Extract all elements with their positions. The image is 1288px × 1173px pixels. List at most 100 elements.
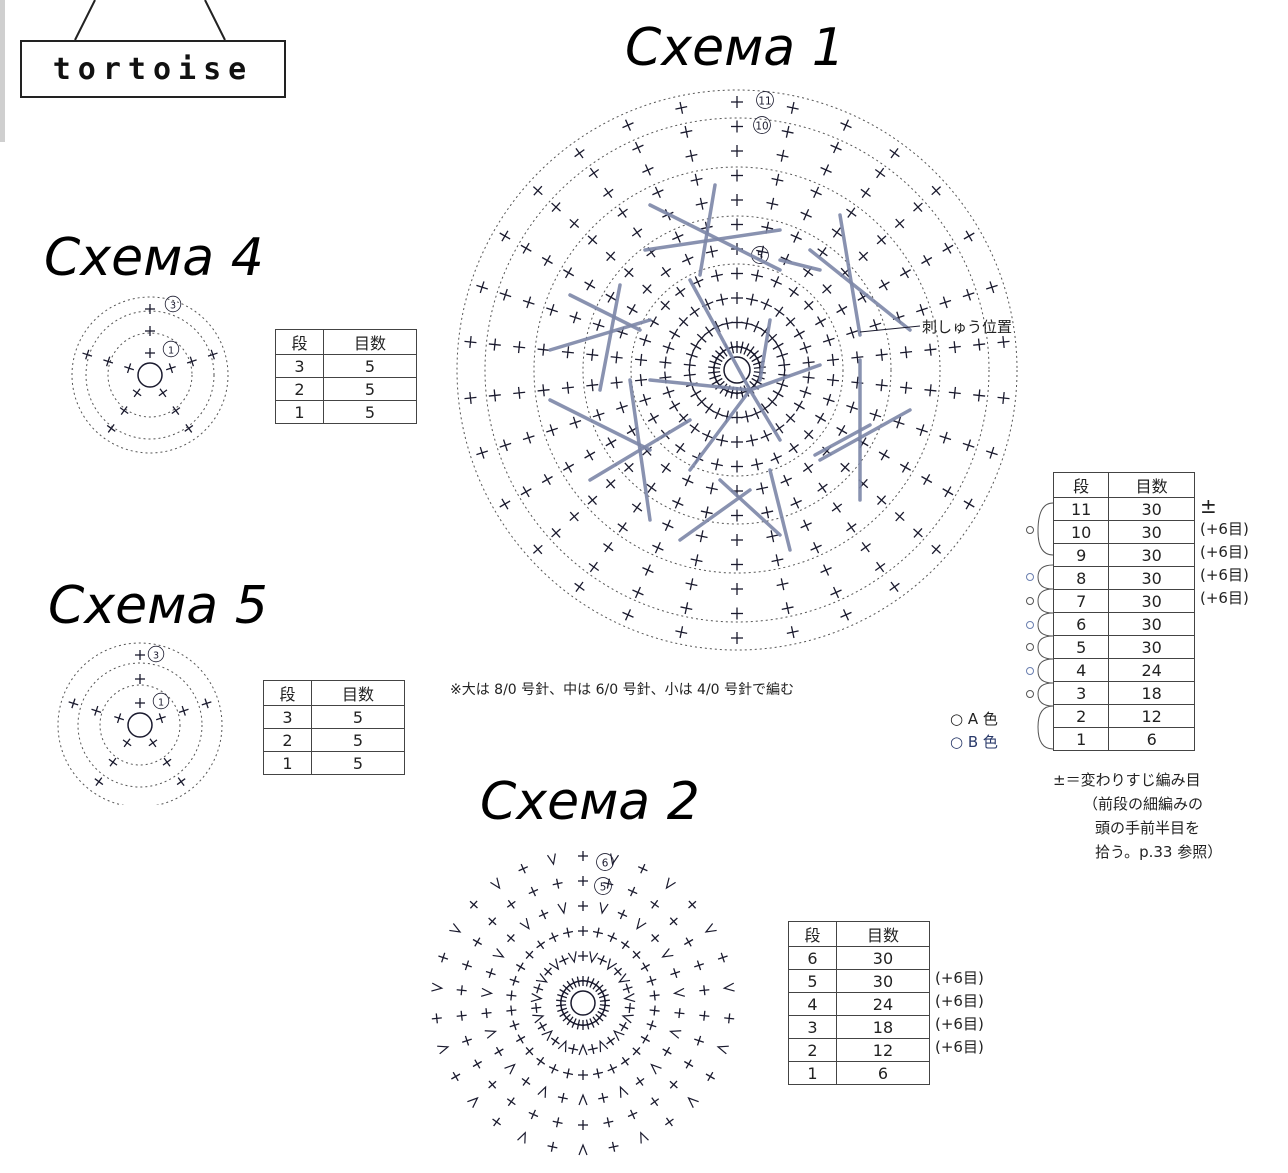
single-crochet-stitch bbox=[544, 967, 552, 976]
single-crochet-stitch bbox=[615, 376, 618, 389]
single-crochet-stitch bbox=[460, 985, 463, 996]
cell-round: 6 bbox=[1052, 612, 1110, 636]
increase-stitch bbox=[621, 1014, 634, 1024]
single-crochet-stitch bbox=[728, 1013, 731, 1024]
single-crochet-stitch bbox=[817, 316, 825, 328]
increase-stitch bbox=[610, 853, 620, 866]
single-crochet-stitch bbox=[533, 544, 543, 555]
single-crochet-stitch bbox=[510, 1005, 513, 1016]
single-crochet-stitch bbox=[810, 544, 822, 551]
single-crochet-stitch bbox=[923, 254, 931, 267]
increase-stitch bbox=[484, 1030, 498, 1039]
single-crochet-stitch bbox=[628, 424, 636, 437]
cell-stitches: 5 bbox=[310, 751, 406, 775]
single-crochet-stitch bbox=[586, 449, 594, 461]
increase-stitch bbox=[716, 1045, 729, 1055]
round-number-label: 5 bbox=[600, 882, 607, 894]
single-crochet-stitch bbox=[840, 122, 852, 129]
cell-round: 1 bbox=[1052, 727, 1110, 751]
increase-stitch bbox=[537, 1085, 547, 1098]
single-crochet-stitch bbox=[517, 341, 521, 354]
single-crochet-stitch bbox=[831, 374, 835, 387]
single-crochet-stitch bbox=[619, 401, 625, 414]
single-crochet-stitch bbox=[492, 1118, 502, 1126]
single-crochet-stitch bbox=[649, 1020, 654, 1031]
cell-stitches: 30 bbox=[1108, 635, 1195, 659]
single-crochet-stitch bbox=[820, 166, 832, 173]
single-crochet-stitch bbox=[690, 558, 703, 563]
single-crochet-stitch bbox=[685, 1059, 692, 1069]
single-crochet-stitch bbox=[760, 432, 773, 439]
single-crochet-stitch bbox=[522, 486, 530, 498]
single-crochet-stitch bbox=[804, 429, 814, 440]
single-crochet-stitch bbox=[549, 424, 555, 437]
header-round: 段 bbox=[788, 921, 837, 947]
single-crochet-stitch bbox=[662, 522, 674, 529]
increase-stitch bbox=[519, 917, 530, 930]
legend-line: （前段の細編みの bbox=[1083, 795, 1204, 813]
single-crochet-stitch bbox=[965, 498, 973, 510]
single-crochet-stitch bbox=[627, 1111, 638, 1118]
single-crochet-stitch bbox=[512, 975, 517, 986]
single-crochet-stitch bbox=[620, 1021, 627, 1032]
single-crochet-stitch bbox=[710, 273, 723, 278]
single-crochet-stitch bbox=[502, 439, 508, 452]
single-crochet-stitch bbox=[776, 153, 789, 158]
single-crochet-stitch bbox=[771, 177, 784, 182]
single-crochet-stitch bbox=[85, 349, 90, 360]
cell-round: 1 bbox=[263, 751, 312, 775]
legend-line: 拾う。p.33 参照） bbox=[1095, 843, 1223, 861]
single-crochet-stitch bbox=[756, 486, 769, 491]
embroidery-line bbox=[648, 378, 752, 392]
single-crochet-stitch bbox=[840, 462, 850, 473]
single-crochet-stitch bbox=[460, 1010, 463, 1021]
cell-stitches: 5 bbox=[310, 705, 406, 729]
cell-stitches: 30 bbox=[1108, 497, 1195, 521]
round-number-label: 11 bbox=[758, 96, 771, 108]
single-crochet-stitch bbox=[680, 129, 693, 134]
single-crochet-stitch bbox=[660, 300, 670, 311]
single-crochet-stitch bbox=[692, 278, 704, 285]
embroidery-line bbox=[818, 408, 912, 462]
single-crochet-stitch bbox=[872, 319, 878, 331]
single-crochet-stitch bbox=[591, 348, 594, 361]
increase-stitch bbox=[687, 1096, 699, 1108]
embroidery-line bbox=[568, 293, 642, 332]
increase-stitch bbox=[490, 877, 501, 890]
single-crochet-stitch bbox=[132, 389, 142, 397]
single-crochet-stitch bbox=[506, 900, 516, 908]
legend-line: ±＝変わりすじ編み目 bbox=[1053, 771, 1201, 789]
single-crochet-stitch bbox=[552, 881, 563, 886]
cell-round: 7 bbox=[1052, 589, 1110, 613]
single-crochet-stitch bbox=[880, 379, 883, 392]
round-number-label: 1 bbox=[158, 697, 164, 708]
single-crochet-stitch bbox=[710, 462, 723, 467]
single-crochet-stitch bbox=[923, 473, 931, 486]
single-crochet-stitch bbox=[838, 303, 846, 316]
round-number-marker bbox=[152, 692, 170, 710]
single-crochet-stitch bbox=[642, 962, 649, 972]
single-crochet-stitch bbox=[889, 149, 900, 158]
single-crochet-stitch bbox=[549, 303, 555, 316]
single-crochet-stitch bbox=[639, 374, 643, 387]
single-crochet-stitch bbox=[521, 1078, 531, 1085]
single-crochet-stitch bbox=[148, 739, 158, 747]
single-crochet-stitch bbox=[989, 446, 995, 459]
single-crochet-stitch bbox=[158, 713, 164, 724]
single-crochet-stitch bbox=[830, 144, 842, 151]
single-crochet-stitch bbox=[795, 328, 803, 340]
embroidery-pointer bbox=[859, 325, 921, 333]
single-crochet-stitch bbox=[671, 328, 679, 340]
embroidery-line bbox=[688, 278, 752, 392]
cell-round: 2 bbox=[788, 1038, 837, 1062]
single-crochet-stitch bbox=[588, 562, 600, 572]
single-crochet-stitch bbox=[620, 1057, 630, 1065]
single-crochet-stitch bbox=[607, 437, 615, 449]
cell-stitches: 30 bbox=[1108, 543, 1195, 567]
single-crochet-stitch bbox=[572, 311, 578, 324]
